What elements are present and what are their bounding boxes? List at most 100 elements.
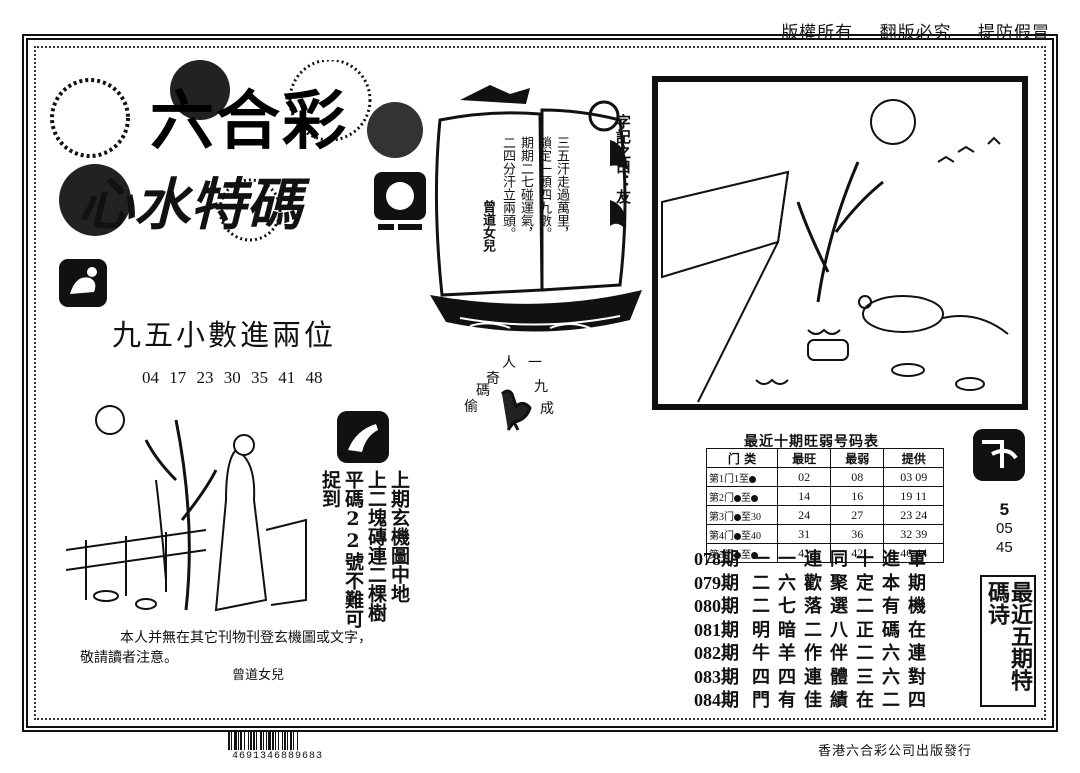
rooster-poem-char-7: 偷 [464, 399, 478, 415]
poem-text: 牛羊作伴二六連 [752, 643, 934, 664]
mouse-scene-illustration [661, 99, 1009, 403]
ship-poem-line-4: 二四分汗立兩頭。 [500, 136, 515, 240]
barcode [228, 730, 298, 750]
row-hot: 14 [776, 486, 832, 506]
barcode-bar [260, 730, 262, 750]
barcode-bar [256, 730, 257, 750]
hand-writing-icon [973, 429, 1025, 481]
header-give: 提供 [883, 448, 944, 468]
row-hot: 41 [776, 543, 832, 563]
side-number-3: 45 [996, 539, 1013, 556]
poem-text: 四四連體三六對 [752, 666, 934, 688]
side-title: 最近五期特碼诗 [980, 575, 1036, 707]
row-cold: 27 [830, 505, 885, 525]
dot-icon [734, 494, 741, 502]
barcode-bar [297, 730, 298, 750]
rooster-icon [500, 389, 532, 431]
dot-icon [749, 475, 756, 483]
ship-poem-head: 字記之曰：友 [614, 114, 632, 204]
poem-row: 083期四四連體三六對 [694, 666, 934, 690]
row-cold: 36 [830, 524, 885, 544]
barcode-bar [231, 730, 232, 750]
poem-row: 080期二七落選二有機 [694, 595, 934, 619]
barcode-bar [278, 730, 279, 750]
dot-icon [751, 551, 758, 559]
ship-poem-line-2: 鎖定一頭四九數。 [536, 136, 551, 240]
notice: 本人并無在其它刊物刊登玄機圖或文字， 敬請讀者注意。 [80, 628, 372, 668]
barcode-bar [287, 730, 288, 750]
title-circles-decoration [50, 60, 423, 242]
barcode-bar [293, 730, 294, 750]
notice-signature: 曾道女兒 [232, 668, 285, 683]
hint-text: 上期玄機圖中地 上二塊磚連二棵樹 平碼22號不難可捉到 [318, 470, 410, 630]
barcode-bar [282, 730, 283, 750]
ship-poem-lines: 三五汗走過萬里， 鎖定一頭四九數。 期期二七碰運氣， 二四分汗立兩頭。 [498, 136, 570, 286]
copyright-2: 翻版必究 [879, 23, 952, 43]
side-number-2: 05 [996, 520, 1013, 537]
poem-row: 079期二六歡聚定本期 [694, 572, 934, 596]
poem-row: 082期牛羊作伴二六連 [694, 642, 934, 666]
tip-text: 九五小數進兩位 [112, 318, 337, 352]
row-door: 第5门至 [706, 543, 778, 563]
barcode-bar [238, 730, 239, 750]
poem-row: 078期一一連同十進軍 [694, 548, 934, 572]
row-hot: 24 [776, 505, 832, 525]
barcode-bar [272, 730, 274, 750]
mascot-icon [374, 172, 426, 230]
poem-period: 081期 [694, 619, 739, 640]
row-give: 19 11 [883, 486, 944, 506]
rooster-poem-char-6: 成 [540, 401, 554, 417]
row-cold: 16 [830, 486, 885, 506]
row-hot: 31 [776, 524, 832, 544]
title-main: 六合彩 [150, 85, 348, 159]
scholar-illustration [66, 405, 307, 612]
row-door: 第2门至 [706, 486, 778, 506]
rooster-poem-char-4: 九 [534, 379, 548, 395]
row-door: 第4门至40 [706, 524, 778, 544]
ship-signature: 曾道女兒 [480, 200, 495, 252]
lamp-icon [59, 259, 107, 307]
hand-pointing-icon [337, 411, 389, 463]
poem-period: 079期 [694, 572, 739, 593]
header-door: 门 类 [706, 448, 778, 468]
barcode-bar [268, 730, 271, 750]
table-title: 最近十期旺弱号码表 [744, 434, 879, 450]
dot-icon [734, 513, 741, 521]
title-sub: 心水特碼 [78, 173, 302, 238]
notice-line-1: 本人并無在其它刊物刊登玄機圖或文字， [120, 630, 372, 646]
poem-period: 080期 [694, 596, 739, 616]
poem-row: 084期門有佳績在二四 [694, 689, 934, 713]
rooster-poem-char-2: 一 [528, 355, 542, 371]
dot-icon [734, 532, 741, 540]
rooster-poem-char-5: 碼 [476, 383, 490, 399]
barcode-bar [290, 730, 292, 750]
barcode-bar [244, 730, 245, 750]
barcode-bar [275, 730, 276, 750]
notice-line-2: 敬請讀者注意。 [80, 650, 178, 666]
poem-period: 078期 [694, 549, 739, 569]
ship-poem-line-1: 三五汗走過萬里， [554, 136, 569, 240]
poem-text: 門有佳績在二四 [752, 690, 934, 711]
page-border [22, 34, 1058, 732]
copyright-line: 版權所有 翻版必究 提防假冒 [761, 18, 1050, 43]
barcode-bar [234, 730, 237, 750]
header-hot: 最旺 [776, 448, 832, 468]
side-number-1: 5 [999, 500, 1010, 519]
barcode-bar [253, 730, 255, 750]
sailing-ship-illustration [430, 85, 642, 332]
row-give: 03 09 [883, 467, 944, 487]
row-give: 23 24 [883, 505, 944, 525]
page-border-inner [34, 46, 1046, 720]
table-header-row: 门 类 最旺 最弱 提供 [706, 448, 944, 468]
barcode-bar [228, 730, 230, 750]
dot-icon [734, 551, 741, 559]
dot-icon [751, 494, 758, 502]
row-give: 32 39 [883, 524, 944, 544]
row-cold: 08 [830, 467, 885, 487]
